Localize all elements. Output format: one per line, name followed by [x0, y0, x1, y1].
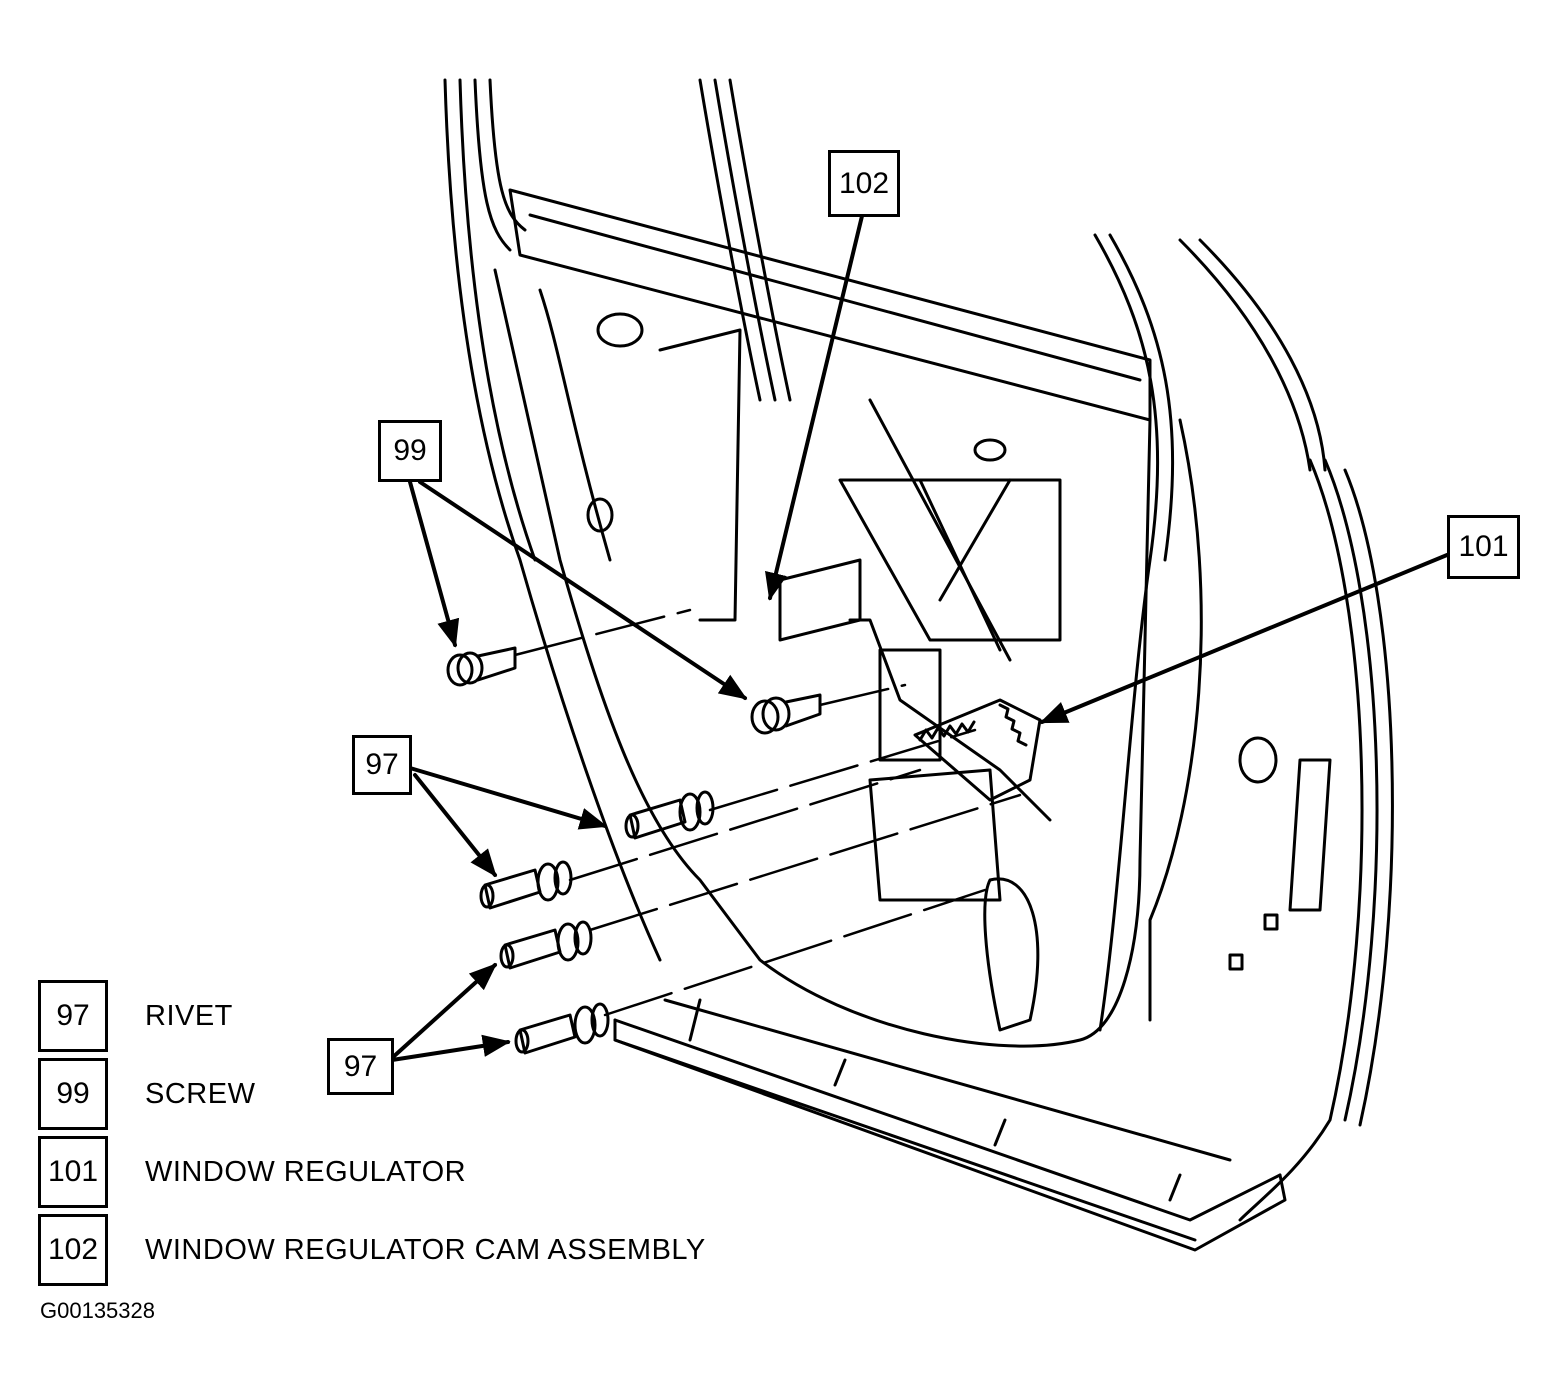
- alignment-lines: [513, 608, 1022, 1017]
- screw-fastener: [750, 693, 822, 735]
- callout-102: 102: [828, 150, 900, 217]
- callout-99: 99: [378, 420, 442, 482]
- legend-number: 99: [38, 1058, 108, 1130]
- rivet-fastener: [479, 860, 573, 910]
- callout-97-lower: 97: [327, 1038, 394, 1095]
- legend-label: WINDOW REGULATOR CAM ASSEMBLY: [145, 1234, 706, 1266]
- legend-label: RIVET: [145, 1000, 233, 1032]
- figure-id: G00135328: [40, 1298, 155, 1323]
- legend-number: 102: [38, 1214, 108, 1286]
- door-frame: [443, 78, 1394, 1252]
- legend-label: WINDOW REGULATOR: [145, 1156, 467, 1188]
- rivet-fastener: [514, 1002, 610, 1055]
- callout-101: 101: [1447, 515, 1520, 579]
- rivet-fastener: [499, 920, 593, 970]
- callout-97-upper: 97: [352, 735, 412, 795]
- legend-label: SCREW: [145, 1078, 256, 1110]
- leader-arrows: [390, 214, 1449, 1062]
- legend-number: 101: [38, 1136, 108, 1208]
- rivet-fastener: [624, 790, 715, 840]
- screw-fastener: [446, 646, 517, 687]
- legend-number: 97: [38, 980, 108, 1052]
